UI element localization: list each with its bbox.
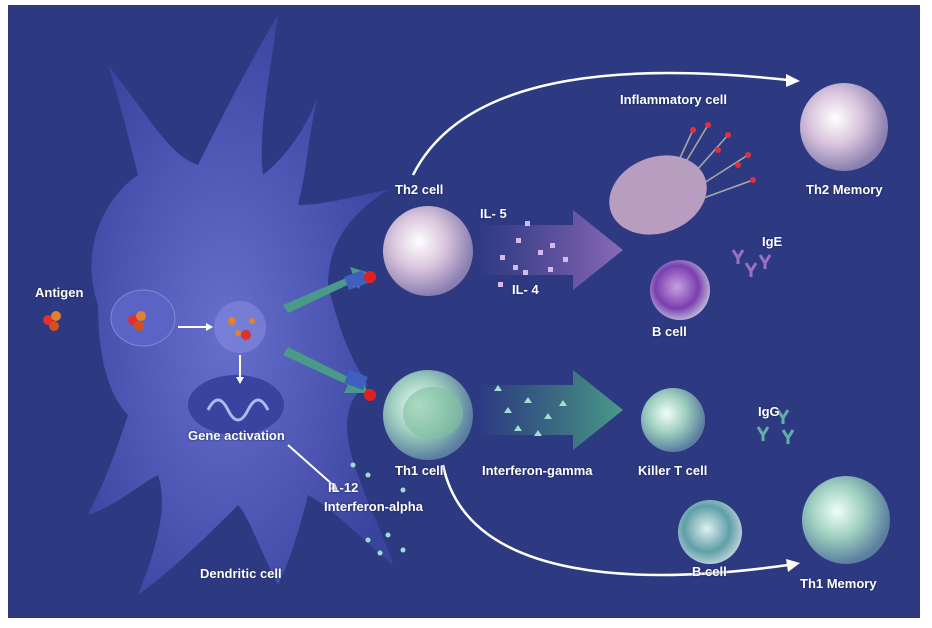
nucleus [188, 375, 284, 435]
illustration [43, 15, 890, 595]
th2-cytokine-arrow [478, 210, 623, 290]
label-th1-memory: Th1 Memory [800, 576, 877, 591]
th1-memory-arrow [441, 464, 789, 577]
antigen-icon [43, 311, 61, 331]
label-antigen: Antigen [35, 285, 84, 300]
label-ige: IgE [762, 234, 783, 249]
label-th2-cell: Th2 cell [395, 182, 444, 197]
b-cell-ige [650, 260, 710, 320]
inflammatory-cell [609, 155, 707, 235]
label-interferon-alpha: Interferon-alpha [324, 499, 423, 514]
dna-icon [206, 398, 270, 422]
label-inflammatory-cell: Inflammatory cell [620, 92, 727, 107]
label-interferon-gamma: Interferon-gamma [482, 463, 593, 478]
th2-memory-cell [800, 83, 888, 171]
killer-t-cell [641, 388, 705, 452]
ige-antibody-icon [731, 249, 772, 277]
th1-cytokine-arrow [478, 370, 623, 450]
label-igg: IgG [758, 404, 780, 419]
label-th2-memory: Th2 Memory [806, 182, 883, 197]
endosome [214, 301, 266, 353]
label-gene-activation: Gene activation [188, 428, 285, 443]
label-dendritic-cell: Dendritic cell [200, 566, 282, 581]
label-b-cell-top: B cell [652, 324, 687, 339]
igg-antibody-icon [756, 409, 795, 444]
label-il12: IL-12 [328, 480, 359, 495]
th1-memory-cell [802, 476, 890, 564]
label-il5: IL- 5 [480, 206, 507, 221]
label-b-cell-bottom: B cell [692, 564, 727, 579]
diagram-canvas: Antigen Gene activation Dendritic cell T… [8, 5, 920, 618]
label-th1-cell: Th1 cell [395, 463, 444, 478]
label-killer-t-cell: Killer T cell [638, 463, 708, 478]
label-il4: IL- 4 [512, 282, 539, 297]
th2-memory-arrow [411, 71, 789, 176]
b-cell-igg [678, 500, 742, 564]
th2-cell [383, 206, 473, 296]
